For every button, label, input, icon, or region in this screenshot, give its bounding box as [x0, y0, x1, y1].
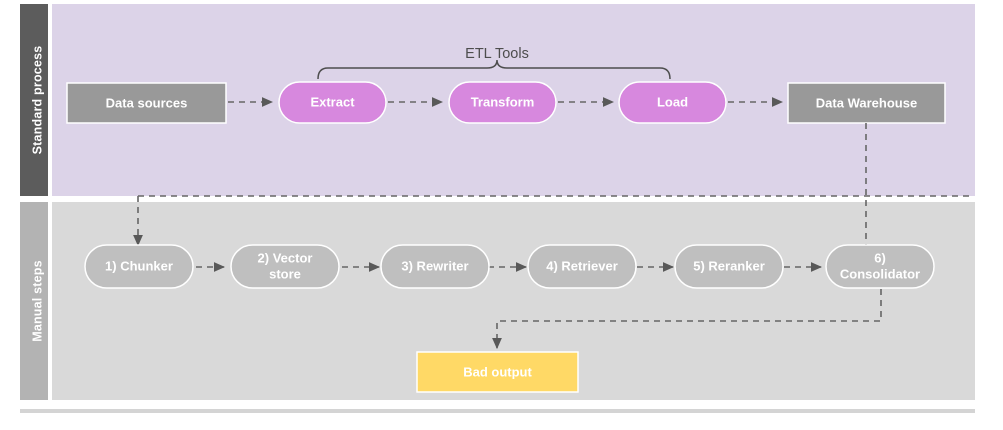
- node-data-sources-shape[interactable]: [66, 82, 227, 124]
- node-rewriter-shape[interactable]: [380, 244, 490, 289]
- lane-standard-process-label: Standard process: [30, 46, 44, 155]
- node-vector-store-label-line1: 2) Vector: [258, 250, 313, 265]
- node-data-sources-label: Data sources: [106, 95, 188, 110]
- node-bad-output[interactable]: Bad output: [416, 351, 579, 393]
- node-data-warehouse[interactable]: Data Warehouse: [787, 82, 946, 124]
- bottom-divider: [20, 409, 975, 413]
- node-retriever[interactable]: 4) Retriever: [527, 244, 637, 289]
- node-chunker[interactable]: 1) Chunker: [84, 244, 194, 289]
- node-load[interactable]: Load: [618, 81, 727, 124]
- node-transform[interactable]: Transform: [448, 81, 557, 124]
- etl-tools-label: ETL Tools: [465, 46, 529, 62]
- node-data-warehouse-label: Data Warehouse: [816, 95, 917, 110]
- node-retriever-shape[interactable]: [527, 244, 637, 289]
- node-reranker[interactable]: 5) Reranker: [674, 244, 784, 289]
- node-consolidator-shape[interactable]: [825, 244, 935, 289]
- node-consolidator-label-line1: 6): [874, 250, 886, 265]
- node-rewriter[interactable]: 3) Rewriter: [380, 244, 490, 289]
- node-data-warehouse-shape[interactable]: [787, 82, 946, 124]
- node-vector-store[interactable]: 2) Vector store: [230, 244, 340, 289]
- node-bad-output-shape[interactable]: [416, 351, 579, 393]
- node-reranker-shape[interactable]: [674, 244, 784, 289]
- node-load-label: Load: [657, 94, 688, 109]
- node-extract[interactable]: Extract: [278, 81, 387, 124]
- node-extract-shape[interactable]: [278, 81, 387, 124]
- node-rewriter-label: 3) Rewriter: [401, 258, 468, 273]
- node-vector-store-shape[interactable]: [230, 244, 340, 289]
- node-load-shape[interactable]: [618, 81, 727, 124]
- node-reranker-label: 5) Reranker: [693, 258, 765, 273]
- node-bad-output-label: Bad output: [463, 364, 532, 379]
- lane-manual-steps-label: Manual steps: [30, 260, 44, 342]
- node-vector-store-label-line2: store: [269, 266, 301, 281]
- node-transform-shape[interactable]: [448, 81, 557, 124]
- lane-standard-process-tab: [20, 4, 48, 196]
- lane-manual-steps-tab: [20, 202, 48, 400]
- node-consolidator[interactable]: 6) Consolidator: [825, 244, 935, 289]
- node-data-sources[interactable]: Data sources: [66, 82, 227, 124]
- etl-tools-bracket: ETL Tools: [317, 46, 671, 80]
- curly-brace-icon: [317, 59, 671, 80]
- node-chunker-shape[interactable]: [84, 244, 194, 289]
- node-chunker-label: 1) Chunker: [105, 258, 173, 273]
- node-retriever-label: 4) Retriever: [546, 258, 618, 273]
- node-transform-label: Transform: [471, 94, 535, 109]
- node-consolidator-label-line2: Consolidator: [840, 266, 920, 281]
- edge-consolidator-to-bad-output: [492, 289, 882, 350]
- node-extract-label: Extract: [310, 94, 355, 109]
